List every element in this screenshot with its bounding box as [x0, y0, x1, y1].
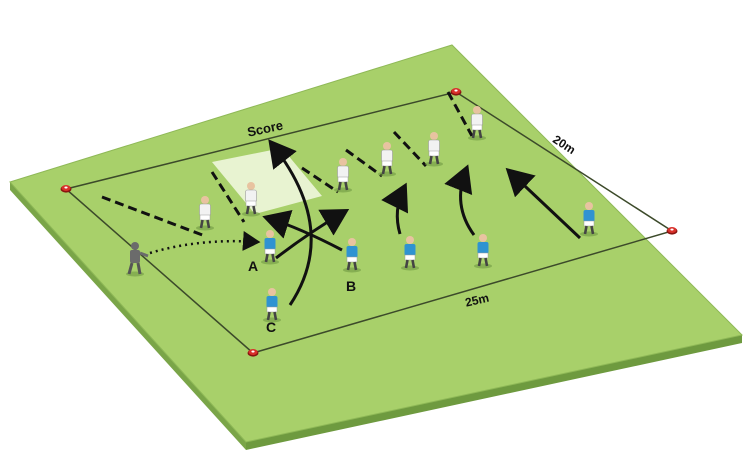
blue-player-icon: [474, 234, 492, 269]
blue-player-icon: [261, 230, 279, 265]
run-arrow-5: [444, 164, 476, 236]
white-player-icon: [334, 158, 352, 193]
run-arrow-b: [262, 209, 343, 252]
player-c-label: C: [266, 319, 276, 335]
run-arrow-c: [268, 139, 313, 306]
blue-player-icon: [343, 238, 361, 273]
white-player-icon: [378, 142, 396, 177]
blue-player-icon: [401, 236, 419, 271]
marker-cone-icon: [450, 88, 462, 96]
coach-figure-icon: [126, 242, 149, 277]
marker-cone-icon: [666, 227, 678, 235]
pitch-thickness-right: [246, 335, 742, 450]
defenders: [196, 106, 486, 231]
white-player-icon: [468, 106, 486, 141]
pitch: [9, 44, 744, 450]
pitch-surface: [9, 44, 744, 443]
corner-cones: [60, 88, 678, 357]
player-b-label: B: [346, 278, 356, 294]
run-arrows: [262, 139, 582, 306]
white-player-icon: [242, 182, 260, 217]
player-a-label: A: [248, 258, 258, 274]
marker-cone-icon: [60, 185, 72, 193]
white-player-icon: [196, 196, 214, 231]
length-label: 25m: [464, 291, 491, 310]
run-arrow-4: [381, 182, 409, 235]
blue-player-icon: [580, 202, 598, 237]
white-player-icon: [425, 132, 443, 167]
score-label: Score: [246, 118, 284, 140]
blue-player-icon: [263, 288, 281, 323]
run-arrow-6: [505, 167, 582, 240]
defensive-line: [101, 91, 474, 238]
attackers: [261, 202, 598, 323]
pass-dotted-arrow: [149, 230, 261, 255]
marker-cone-icon: [247, 349, 259, 357]
pitch-thickness: [10, 182, 246, 450]
